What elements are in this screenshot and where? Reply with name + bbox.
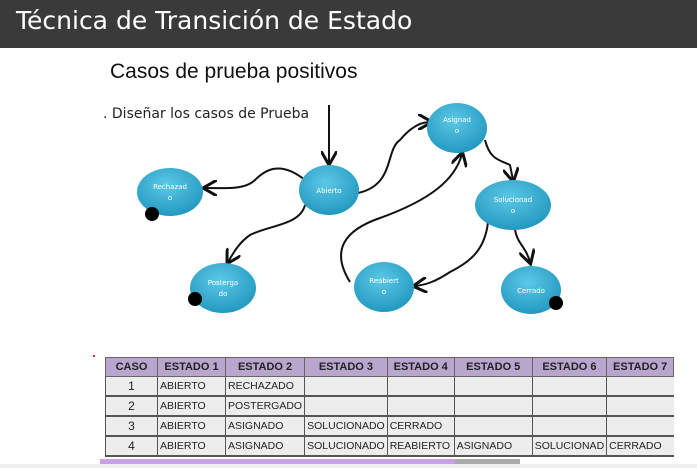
state-cell: [453, 396, 533, 417]
node-postergado: Posterga do: [190, 263, 256, 313]
svg-text:Posterga: Posterga: [208, 279, 238, 287]
col-header: ESTADO 4: [386, 357, 455, 377]
col-header: ESTADO 7: [606, 357, 675, 377]
col-header: ESTADO 1: [157, 357, 226, 377]
svg-text:Asignad: Asignad: [443, 116, 471, 124]
state-cell: [531, 416, 607, 437]
state-cell: [453, 416, 533, 437]
progress-bar: [100, 459, 455, 464]
case-number-cell: 3: [105, 416, 158, 437]
case-number-cell: 1: [105, 376, 158, 397]
state-cell: ABIERTO: [157, 436, 226, 457]
node-asignado: Asignad o: [427, 103, 487, 153]
state-cell: [531, 396, 607, 417]
state-cell: [606, 376, 674, 397]
final-state-dot: [145, 207, 159, 221]
state-cell: CERRADO: [386, 416, 455, 437]
svg-text:Cerrado: Cerrado: [517, 287, 545, 295]
state-cell: ABIERTO: [157, 416, 226, 437]
node-cerrado: Cerrado: [501, 266, 561, 314]
state-cell: POSTERGADO: [224, 396, 305, 417]
node-reabierto: Reabiert o: [354, 262, 414, 312]
node-abierto: Abierto: [299, 165, 359, 215]
arrow-solucionado-cerrado: [514, 229, 530, 262]
state-cell: [453, 376, 533, 397]
final-state-dot: [549, 296, 563, 310]
arrow-abierto-rechazado: [205, 167, 306, 188]
step-text: . Diseñar los casos de Prueba: [103, 106, 310, 122]
svg-text:o: o: [168, 194, 172, 202]
svg-text:o: o: [455, 127, 459, 135]
bottom-strip: [0, 464, 697, 468]
arrow-asignado-solucionado: [484, 139, 513, 180]
svg-text:Solucionad: Solucionad: [494, 196, 532, 204]
state-cell: SOLUCIONADO: [304, 416, 388, 437]
state-cell: [386, 376, 455, 397]
svg-text:o: o: [511, 207, 515, 215]
state-cell: [304, 376, 388, 397]
state-cell: [304, 396, 388, 417]
state-cell: ASIGNADO: [453, 436, 533, 457]
state-cell: RECHAZADO: [224, 376, 305, 397]
svg-text:Reabiert: Reabiert: [369, 277, 399, 285]
svg-text:o: o: [382, 288, 386, 296]
state-transition-diagram: Rechazad o Abierto Asignad o Solucionad o P…: [137, 103, 563, 314]
svg-text:do: do: [219, 290, 228, 298]
progress-bar-track: [455, 459, 520, 464]
arrow-abierto-postergado: [228, 204, 306, 262]
state-cell: SOLUCIONADO: [304, 436, 388, 457]
state-cell: ASIGNADO: [224, 416, 305, 437]
arrow-solucionado-reabierto: [415, 221, 489, 286]
state-cell: REABIERTO: [386, 436, 455, 457]
col-header: ESTADO 6: [531, 357, 608, 377]
svg-text:Abierto: Abierto: [316, 187, 341, 195]
col-header: ESTADO 2: [224, 357, 306, 377]
svg-text:Rechazad: Rechazad: [153, 183, 187, 191]
state-cell: ABIERTO: [157, 376, 226, 397]
node-solucionado: Solucionad o: [475, 180, 551, 230]
case-number-cell: 4: [105, 436, 158, 457]
state-cell: [606, 396, 674, 417]
state-cell: ABIERTO: [157, 396, 226, 417]
col-header: ESTADO 3: [304, 357, 388, 377]
node-rechazado: Rechazad o: [137, 168, 203, 216]
case-number-cell: 2: [105, 396, 158, 417]
col-header: ESTADO 5: [453, 357, 533, 377]
state-cell: ASIGNADO: [224, 436, 305, 457]
final-state-dot: [188, 292, 202, 306]
state-cell: [531, 376, 607, 397]
state-cell: [606, 416, 674, 437]
arrow-reabierto-asignado: [340, 154, 462, 283]
marker-dot: [93, 355, 95, 357]
state-cell: SOLUCIONAD: [531, 436, 607, 457]
col-header: CASO: [105, 357, 158, 377]
state-cell: [386, 396, 455, 417]
arrow-abierto-asignado: [357, 122, 430, 194]
slide-subtitle: Casos de prueba positivos: [110, 60, 358, 83]
slide-title: Técnica de Transición de Estado: [16, 6, 413, 35]
state-cell: CERRADO: [606, 436, 674, 457]
slide-header: Técnica de Transición de Estado: [0, 0, 697, 48]
